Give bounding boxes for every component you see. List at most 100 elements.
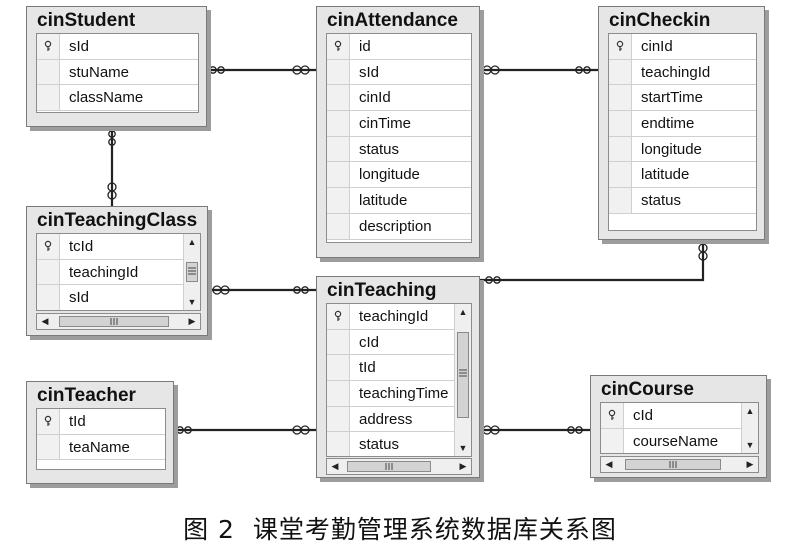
horizontal-scrollbar[interactable]: ◀ ▶: [600, 456, 759, 473]
column-row[interactable]: tcId: [37, 234, 200, 260]
table-cincheckin[interactable]: cinCheckin cinId teachingId startTime en…: [598, 6, 765, 240]
column-row[interactable]: tId: [327, 355, 471, 382]
row-selector[interactable]: [609, 85, 632, 111]
column-row[interactable]: status: [609, 188, 756, 214]
scroll-down-arrow-icon[interactable]: ▼: [458, 443, 468, 453]
column-row[interactable]: cinId: [327, 85, 471, 112]
horizontal-scrollbar[interactable]: ◀ ▶: [326, 458, 472, 475]
column-row[interactable]: status: [327, 136, 471, 163]
row-selector[interactable]: [609, 34, 632, 59]
row-selector[interactable]: [327, 329, 350, 355]
row-selector[interactable]: [37, 285, 60, 310]
column-row[interactable]: stuName: [37, 59, 198, 86]
row-selector[interactable]: [327, 59, 350, 85]
column-row[interactable]: teaName: [37, 434, 165, 461]
row-selector[interactable]: [327, 111, 350, 136]
row-selector[interactable]: [327, 406, 350, 432]
scroll-right-arrow-icon[interactable]: ▶: [459, 461, 467, 471]
table-cinteachingclass[interactable]: cinTeachingClass tcId teachingId sId ▲ ▼…: [26, 206, 208, 336]
column-row[interactable]: endtime: [609, 111, 756, 137]
row-selector[interactable]: [37, 259, 60, 285]
column-row[interactable]: sId: [37, 285, 200, 310]
scroll-thumb[interactable]: [186, 262, 198, 282]
column-row[interactable]: cId: [601, 403, 758, 429]
scroll-up-arrow-icon[interactable]: ▲: [745, 406, 755, 416]
row-selector[interactable]: [327, 213, 350, 239]
row-selector[interactable]: [327, 34, 350, 59]
row-selector[interactable]: [327, 85, 350, 111]
table-title[interactable]: cinCourse: [601, 379, 694, 400]
scroll-down-arrow-icon[interactable]: ▼: [745, 440, 755, 450]
column-row[interactable]: longitude: [327, 162, 471, 189]
row-selector[interactable]: [327, 432, 350, 456]
table-title[interactable]: cinTeacher: [37, 385, 136, 406]
column-row[interactable]: latitude: [609, 162, 756, 189]
table-cincourse[interactable]: cinCourse cId courseName ▲ ▼ ◀ ▶: [590, 375, 767, 478]
scroll-thumb[interactable]: [625, 459, 721, 470]
column-row[interactable]: sId: [327, 59, 471, 86]
table-title[interactable]: cinCheckin: [609, 10, 711, 31]
row-selector[interactable]: [327, 304, 350, 329]
row-selector[interactable]: [37, 34, 60, 59]
scroll-left-arrow-icon[interactable]: ◀: [605, 459, 613, 469]
column-row[interactable]: longitude: [609, 136, 756, 163]
row-selector[interactable]: [601, 428, 624, 453]
column-row[interactable]: teachingId: [327, 304, 471, 330]
table-title[interactable]: cinTeachingClass: [37, 210, 198, 231]
scroll-thumb[interactable]: [59, 316, 169, 327]
row-selector[interactable]: [37, 59, 60, 85]
row-selector[interactable]: [609, 162, 632, 188]
row-selector[interactable]: [327, 355, 350, 381]
scroll-down-arrow-icon[interactable]: ▼: [187, 297, 197, 307]
vertical-scrollbar[interactable]: ▲ ▼: [454, 304, 471, 456]
column-row[interactable]: cinId: [609, 34, 756, 60]
column-row[interactable]: address: [327, 406, 471, 433]
table-cinteacher[interactable]: cinTeacher tId teaName: [26, 381, 174, 484]
scroll-thumb[interactable]: [347, 461, 431, 472]
column-row[interactable]: cId: [327, 329, 471, 356]
column-row[interactable]: teachingTime: [327, 381, 471, 407]
row-selector[interactable]: [37, 234, 60, 259]
row-selector[interactable]: [37, 434, 60, 460]
table-title[interactable]: cinAttendance: [327, 10, 458, 31]
vertical-scrollbar[interactable]: ▲ ▼: [741, 403, 758, 453]
column-row[interactable]: tId: [37, 409, 165, 435]
column-row[interactable]: teachingId: [37, 259, 200, 286]
scroll-up-arrow-icon[interactable]: ▲: [458, 307, 468, 317]
column-row[interactable]: className: [37, 85, 198, 112]
column-row[interactable]: teachingId: [609, 59, 756, 86]
vertical-scrollbar[interactable]: ▲ ▼: [183, 234, 200, 310]
scroll-up-arrow-icon[interactable]: ▲: [187, 237, 197, 247]
column-row[interactable]: id: [327, 34, 471, 60]
row-selector[interactable]: [609, 111, 632, 136]
row-selector[interactable]: [327, 381, 350, 406]
table-cinteaching[interactable]: cinTeaching teachingId cId tId teachingT…: [316, 276, 480, 478]
column-row[interactable]: startTime: [609, 85, 756, 112]
scroll-left-arrow-icon[interactable]: ◀: [331, 461, 339, 471]
scroll-left-arrow-icon[interactable]: ◀: [41, 316, 49, 326]
row-selector[interactable]: [609, 136, 632, 162]
column-row[interactable]: cinTime: [327, 111, 471, 137]
scroll-thumb[interactable]: [457, 332, 469, 418]
scroll-right-arrow-icon[interactable]: ▶: [188, 316, 196, 326]
table-title[interactable]: cinStudent: [37, 10, 136, 31]
column-name: courseName: [633, 432, 719, 450]
table-cinattendance[interactable]: cinAttendance id sId cinId cinTime statu…: [316, 6, 480, 258]
column-row[interactable]: status: [327, 432, 471, 456]
horizontal-scrollbar[interactable]: ◀ ▶: [36, 313, 201, 330]
row-selector[interactable]: [37, 409, 60, 434]
row-selector[interactable]: [327, 162, 350, 188]
row-selector[interactable]: [37, 85, 60, 111]
column-row[interactable]: description: [327, 213, 471, 240]
table-cinstudent[interactable]: cinStudent sId stuName className: [26, 6, 207, 127]
row-selector[interactable]: [327, 136, 350, 162]
column-row[interactable]: courseName: [601, 428, 758, 453]
scroll-right-arrow-icon[interactable]: ▶: [746, 459, 754, 469]
table-title[interactable]: cinTeaching: [327, 280, 437, 301]
row-selector[interactable]: [609, 59, 632, 85]
row-selector[interactable]: [601, 403, 624, 428]
row-selector[interactable]: [609, 188, 632, 213]
column-row[interactable]: sId: [37, 34, 198, 60]
row-selector[interactable]: [327, 188, 350, 213]
column-row[interactable]: latitude: [327, 188, 471, 214]
